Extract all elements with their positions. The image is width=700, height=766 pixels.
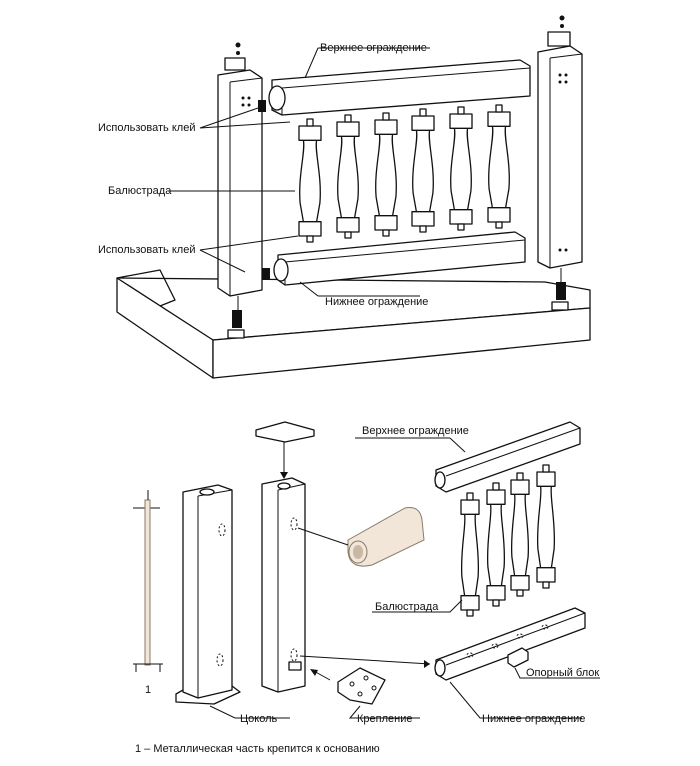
label-use-glue-2: Использовать клей	[98, 244, 195, 256]
callout-fastening	[348, 705, 420, 719]
plinth-post	[175, 484, 241, 705]
footnote: 1 – Металлическая часть крепится к основ…	[135, 743, 380, 755]
upper-rail	[258, 59, 531, 116]
label-upper-rail-bottom: Верхнее ограждение	[362, 425, 469, 437]
baluster	[336, 114, 360, 239]
second-post	[261, 477, 306, 693]
label-upper-rail-top: Верхнее ограждение	[320, 42, 427, 54]
baluster	[374, 112, 398, 237]
baluster	[460, 492, 480, 617]
fastening-bracket	[310, 667, 386, 705]
baluster	[536, 464, 556, 589]
label-support-block: Опорный блок	[526, 667, 599, 679]
callout-lower-rail	[449, 681, 582, 719]
baluster	[449, 106, 473, 231]
right-post	[537, 15, 583, 311]
callout-lines-top	[168, 47, 430, 297]
callout-plinth	[209, 705, 290, 719]
baluster	[486, 482, 506, 607]
upper-rail-detached	[355, 421, 581, 493]
callout-balustrade	[372, 599, 463, 613]
label-use-glue-1: Использовать клей	[98, 122, 195, 134]
baluster	[487, 104, 511, 229]
label-fastening: Крепление	[357, 713, 412, 725]
baluster-group-bottom	[460, 464, 556, 617]
support-block	[507, 647, 600, 679]
label-balustrade-bottom: Балюстрада	[375, 601, 439, 613]
lower-rail	[262, 231, 526, 286]
baluster	[298, 118, 322, 243]
label-balustrade-top: Балюстрада	[108, 185, 172, 197]
label-lower-rail-bottom: Нижнее ограждение	[482, 713, 585, 725]
rail-profile	[297, 507, 425, 567]
post-cap	[255, 421, 315, 479]
baluster-group-top	[298, 104, 511, 243]
baluster	[510, 472, 530, 597]
lower-rail-detached	[299, 607, 586, 681]
baluster	[411, 108, 435, 233]
label-plinth: Цоколь	[240, 713, 277, 725]
label-metal-part-number: 1	[145, 684, 151, 696]
label-lower-rail-top: Нижнее ограждение	[325, 296, 428, 308]
base-slab	[116, 269, 591, 379]
metal-part	[133, 490, 163, 672]
